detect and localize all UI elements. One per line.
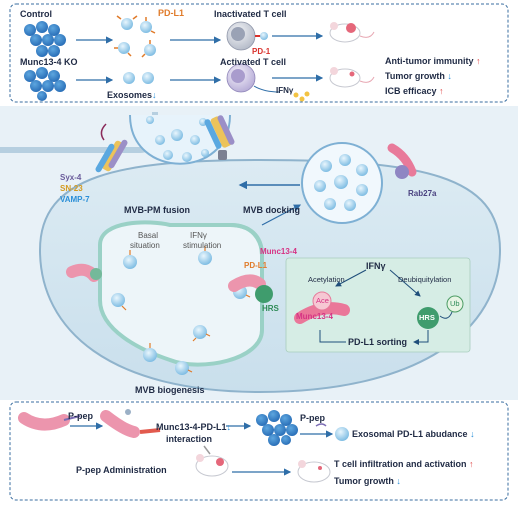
deubiquitylation-label: Deubiquitylation xyxy=(398,275,452,284)
ko-cell-cluster xyxy=(24,67,66,101)
middle-pdl1-label: PD-L1 xyxy=(244,261,268,270)
t-cell-infiltration-label: T cell infiltration and activation ↑ xyxy=(334,459,474,469)
ub-label: Ub xyxy=(450,299,460,308)
vamp7-label: VAMP-7 xyxy=(60,195,90,204)
ppep-munc-protein xyxy=(18,412,81,431)
inactivated-t-cell-label: Inactivated T cell xyxy=(214,9,287,19)
mvb-pm-fusion-label: MVB-PM fusion xyxy=(124,205,190,215)
mouse-with-tumor xyxy=(329,22,375,43)
ppep-administration-label: P-pep Administration xyxy=(76,465,167,475)
syx4-label: Syx-4 xyxy=(60,173,82,182)
ifng-inset-box xyxy=(285,257,471,353)
control-cell-cluster xyxy=(24,21,66,57)
pdl1-exosomes xyxy=(114,15,156,58)
mvb-biogenesis-label: MVB biogenesis xyxy=(135,385,205,395)
ifng-stim-label: IFNγ xyxy=(190,231,207,240)
tumor-growth-label: Tumor growth ↓ xyxy=(385,71,452,81)
inset-munc-label: Munc13-4 xyxy=(296,312,333,321)
bottom-tumor-growth-label: Tumor growth ↓ xyxy=(334,476,401,486)
budding-vesicles xyxy=(111,246,251,375)
ko-label: Munc13-4 KO xyxy=(20,57,78,67)
stimulation-label: stimulation xyxy=(183,241,222,250)
ppep-exosome xyxy=(315,423,349,441)
basal-label: Basal xyxy=(138,231,159,240)
mouse-small-tumor xyxy=(329,67,375,88)
mvb-docking-label: MVB docking xyxy=(243,205,301,215)
exosomal-pdl1-label: Exosomal PD-L1 abudance ↓ xyxy=(352,429,475,439)
inset-ifng-label: IFNγ xyxy=(366,261,386,271)
situation-label: situation xyxy=(130,241,160,250)
mvb-biogenesis-membrane xyxy=(98,220,264,367)
bottom-cell-cluster xyxy=(256,410,298,446)
inset-munc13-4 xyxy=(294,291,350,324)
pdl1-sorting-label: PD-L1 sorting xyxy=(348,337,408,347)
ifng-label: IFNγ xyxy=(276,86,294,95)
snare-complex-left xyxy=(95,123,128,173)
few-exosomes xyxy=(123,72,154,84)
munc13-4-label: Munc13-4 xyxy=(260,247,297,256)
pdl1-label: PD-L1 xyxy=(158,8,185,18)
acetylation-label: Acetylation xyxy=(308,275,345,284)
activated-t-cell-label: Activated T cell xyxy=(220,57,287,67)
exosomes-label: Exosomes↓ xyxy=(107,90,157,100)
bound-munc-protein xyxy=(100,409,161,438)
mvb-docking xyxy=(301,142,383,224)
activated-t-cell xyxy=(226,63,310,102)
anti-tumor-label: Anti-tumor immunity ↑ xyxy=(385,56,481,66)
inset-hrs-label: HRS xyxy=(419,313,435,322)
munc13-4-proteins xyxy=(66,263,273,303)
interaction-line1: Munc13-4-PD-L1↓ xyxy=(156,422,232,432)
sn23-label: SN-23 xyxy=(60,184,83,193)
interaction-line2: interaction xyxy=(166,434,213,444)
inactivated-t-cell xyxy=(226,21,268,51)
control-label: Control xyxy=(20,9,52,19)
rab27a-label: Rab27a xyxy=(408,189,437,198)
ppep-label-2: P-pep xyxy=(300,413,326,423)
pd1-label: PD-1 xyxy=(252,47,271,56)
ppep-label-1: P-pep xyxy=(68,411,94,421)
mouse-result xyxy=(297,460,331,483)
mouse-treated xyxy=(195,445,229,477)
icb-efficacy-label: ICB efficacy ↑ xyxy=(385,86,444,96)
inset-hrs xyxy=(417,295,464,329)
ace-label: Ace xyxy=(316,296,329,305)
rab27a-protein xyxy=(387,143,417,179)
snare-complex-right xyxy=(204,115,235,160)
hrs-label: HRS xyxy=(262,304,279,313)
